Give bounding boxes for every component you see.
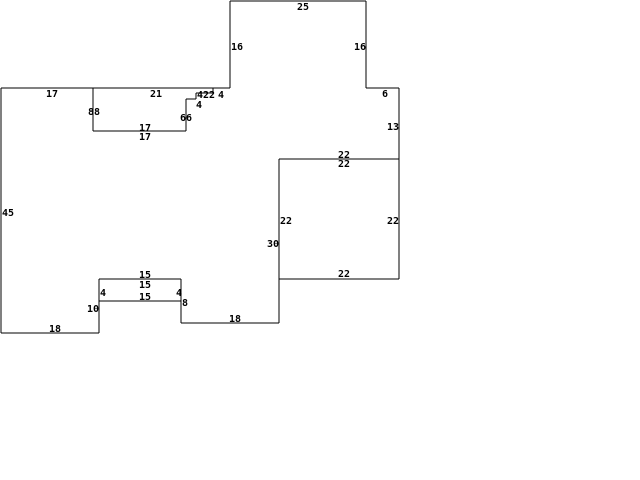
- label-box-bottom: 22: [338, 269, 350, 280]
- label-bottom-mid: 18: [229, 314, 241, 325]
- label-top-width: 25: [297, 2, 309, 13]
- label-stair: 66: [180, 113, 192, 124]
- label-bay-left: 88: [88, 107, 100, 118]
- label-notch-bottom: 15: [139, 292, 151, 303]
- label-top-a: 4: [197, 90, 203, 101]
- label-top-left: 17: [46, 89, 58, 100]
- label-notch-top-inner: 15: [139, 280, 151, 291]
- label-mid-vertical: 30: [267, 239, 279, 250]
- label-right-upper: 13: [387, 122, 399, 133]
- label-notch-top-outer: 15: [139, 270, 151, 281]
- label-box-left: 22: [280, 216, 292, 227]
- label-notch-right: 8: [182, 298, 188, 309]
- label-box-top-outer: 22: [338, 150, 350, 161]
- label-box-right: 22: [387, 216, 399, 227]
- label-tower-left: 16: [231, 42, 243, 53]
- label-notch-left-side: 4: [100, 288, 106, 299]
- label-bottom-left: 18: [49, 324, 61, 335]
- label-top-c: 4: [218, 90, 224, 101]
- label-box-top-inner: 22: [338, 159, 350, 170]
- outline: [0, 0, 400, 334]
- label-left-step: 10: [87, 304, 99, 315]
- label-top-b: 22: [203, 90, 215, 101]
- label-step-small: 4: [196, 100, 202, 111]
- label-right-step: 6: [382, 89, 388, 100]
- label-bay-top: 17: [139, 123, 151, 134]
- label-notch-right-side: 4: [176, 288, 182, 299]
- label-bay-bottom: 17: [139, 132, 151, 143]
- label-left-side: 45: [2, 208, 14, 219]
- label-top-mid: 21: [150, 89, 162, 100]
- label-tower-right: 16: [354, 42, 366, 53]
- dimension-labels: 25 16 16 6 13 22 22 22 22 22 30 18 8 15 …: [2, 2, 399, 335]
